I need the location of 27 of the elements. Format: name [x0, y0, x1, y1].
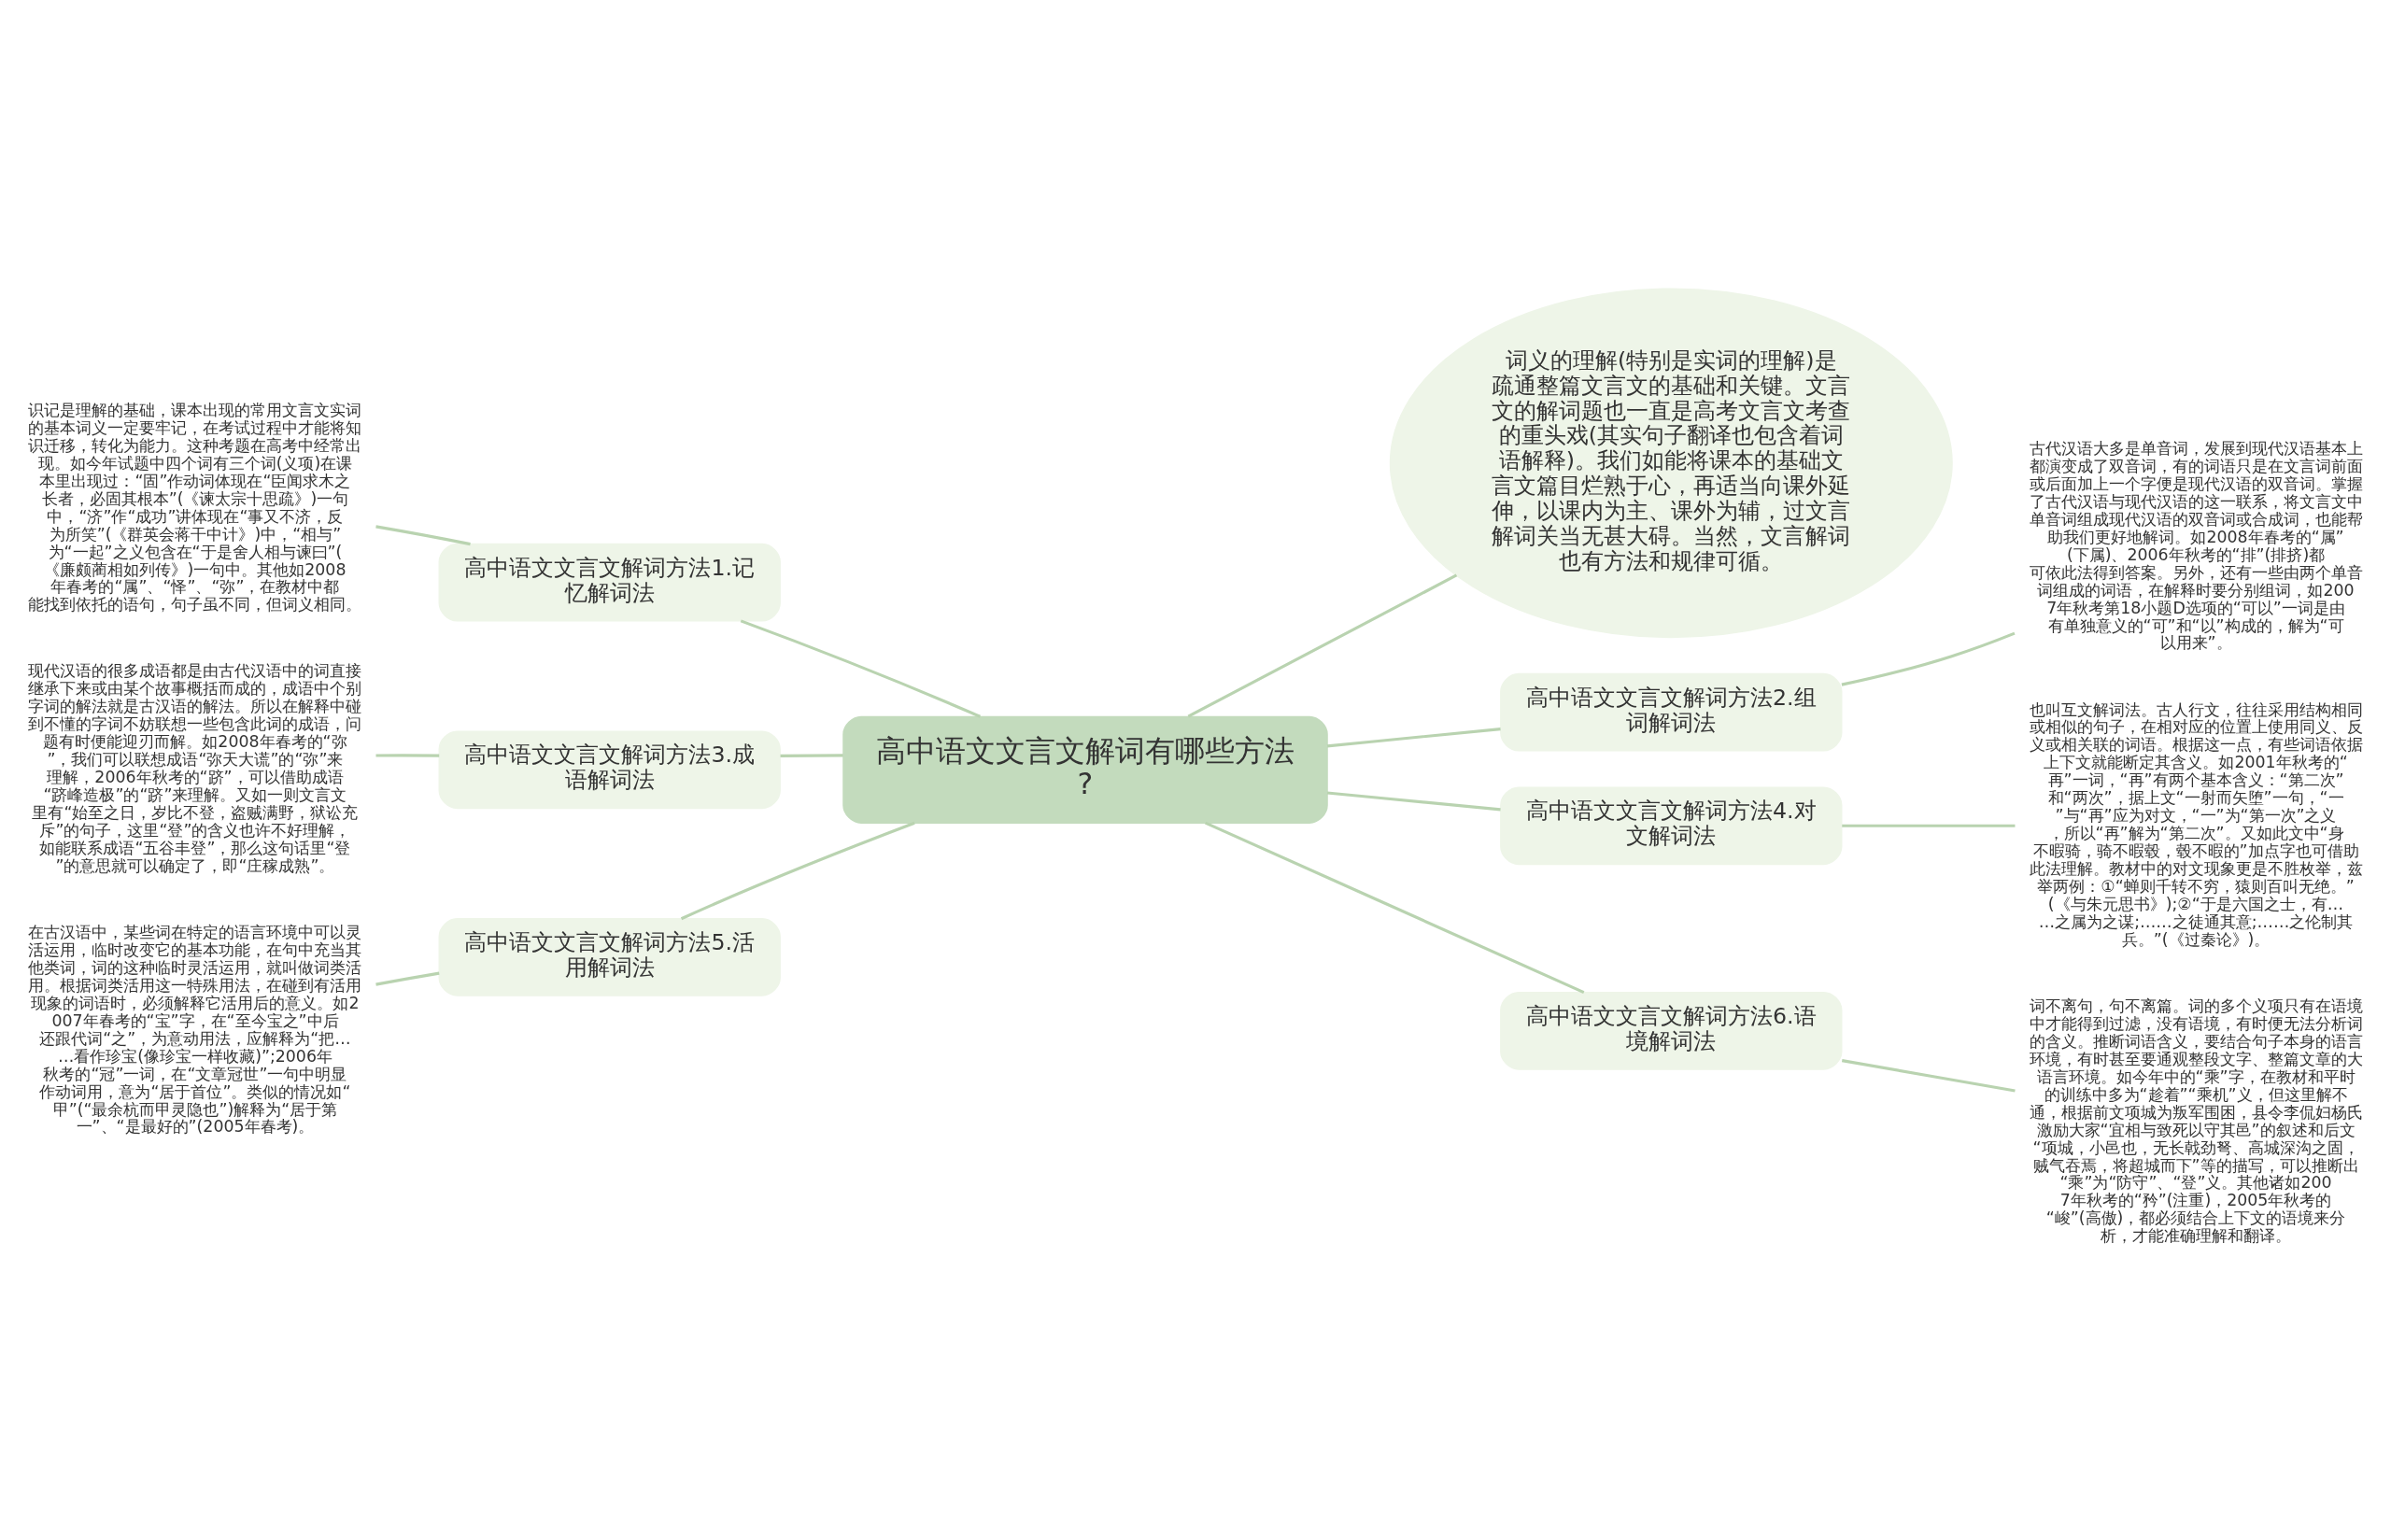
- node-box: 高中语文文言文解词有哪些方法?: [842, 715, 1328, 824]
- connector: [1842, 824, 2016, 827]
- connector: [740, 618, 982, 718]
- connector: [1205, 821, 1585, 994]
- node-ellipse: 词义的理解(特别是实词的理解)是疏通整篇文言文的基础和关键。文言文的解词题也一直是高考文言文考查的重头戏(其实句子翻译也包含着词语解释)。我们如能将课本的基础文言文篇目烂熟于心，再适当向课外延伸，以课内为主、课外为辅，过文言解词关当无甚大碍。当然，文言解词也有方法和规律可循。: [1389, 287, 1953, 638]
- connector: [1841, 1058, 2016, 1093]
- node-box: 高中语文文言文解词方法6.语境解词法: [1500, 991, 1843, 1070]
- node-text: 在古汉语中，某些词在特定的语言环境中可以灵活运用，临时改变它的基本功能，在句中充当其他类词，词的这种临时灵活运用，就叫做词类活用。根据词类活用这一特殊用法，在碰到有活用现象的词语时，必须解释它活用后的意义。如2007年春考的“宝”字，在“至今宝之”中后还跟代词“之”，为意动用法，应解释为“把……看作珍宝(像珍宝一样收藏)”;2006年秋考的“冠”一词，在“文章冠世”一句中明显作动词用，意为“居于首位”。类似的情况如“甲”(“最余杭而甲灵隐也”)解释为“居于第一”、“是最好的”(2005年春考)。: [28, 922, 362, 1136]
- connector: [1187, 573, 1458, 717]
- node-box: 高中语文文言文解词方法3.成语解词法: [438, 729, 781, 809]
- node-text: 识记是理解的基础，课本出现的常用文言文实词的基本词义一定要牢记，在考试过程中才能将知识迁移，转化为能力。这种考题在高考中经常出现。如今年试题中四个词有三个词(义项)在课本里出现过：“固”作动词体现在“臣闻求木之长者，必固其根本”(《谏太宗十思疏》)一句中，“济”作“成功”讲体现在“事又不济，反为所笑”(《群英会蒋干中计》)中，“相与”为“一起”之义包含在“于是舍人相与谏曰”(《廉颇蔺相如列传》)一句中。其他如2008年春考的“属”、“怿”、“弥”，在教材中都能找到依托的语句，句子虽不同，但词义相同。: [28, 400, 362, 614]
- node-box: 高中语文文言文解词方法5.活用解词法: [438, 917, 781, 996]
- connector: [1841, 631, 2016, 686]
- node-text: 古代汉语大多是单音词，发展到现代汉语基本上都演变成了双音词，有的词语只是在文言词前面或后面加上一个字便是现代汉语的双音词。掌握了古代汉语与现代汉语的这一联系，将文言文中单音词组成现代汉语的双音词或合成词，也能帮助我们更好地解词。如2008年春考的“属”(下属)、2006年秋考的“排”(排挤)都可依此法得到答案。另外，还有一些由两个单音词组成的词语，在解释时要分别组词，如2007年秋考第18小题D选项的“可以”一词是由有单独意义的“可”和“以”构成的，解为“可以用来”。: [2029, 438, 2363, 652]
- node-text: 也叫互文解词法。古人行文，往往采用结构相同或相似的句子，在相对应的位置上使用同义、反义或相关联的词语。根据这一点，有些词语依据上下文就能断定其含义。如2001年秋考的“再”一词，“再”有两个基本含义：“第二次”和“两次”，据上文“一射而矢堕”一句，“一”与“再”应为对文，“一”为“第一次”之义，所以“再”解为“第二次”。又如此文中“身不暇骑，骑不暇毂，毂不暇的”加点字也可借助此法理解。教材中的对文现象更是不胜枚举，兹举两例：①“蝉则千转不穷，猿则百叫无绝。”(《与朱元思书》);②“于是六国之士，有……之属为之谋;……之徒通其意;……之伦制其兵。”(《过秦论》)。: [2029, 699, 2363, 949]
- connector: [375, 971, 440, 986]
- connector: [375, 524, 471, 545]
- node-text: 现代汉语的很多成语都是由古代汉语中的词直接继承下来或由某个故事概括而成的，成语中个别字词的解法就是古汉语的解法。所以在解释中碰到不懂的字词不妨联想一些包含此词的成语，问题有时便能迎刃而解。如2008年春考的“弥”，我们可以联想成语“弥天大谎”的“弥”来理解，2006年秋考的“跻”，可以借助成语“跻峰造极”的“跻”来理解。又如一则文言文里有“始至之日，岁比不登，盗贼满野，狱讼充斥”的句子，这里“登”的含义也许不好理解，如能联系成语“五谷丰登”，那么这句话里“登”的意思就可以确定了，即“庄稼成熟”。: [28, 660, 362, 875]
- connector: [1326, 790, 1501, 811]
- node-box: 高中语文文言文解词方法4.对文解词法: [1500, 785, 1843, 865]
- node-box: 高中语文文言文解词方法2.组词解词法: [1500, 672, 1843, 752]
- connector: [780, 753, 843, 757]
- connector: [1326, 727, 1501, 747]
- connector: [680, 821, 915, 920]
- node-box: 高中语文文言文解词方法1.记忆解词法: [438, 543, 781, 622]
- connector: [375, 753, 440, 757]
- node-text: 词不离句，句不离篇。词的多个义项只有在语境中才能得到过滤，没有语境，有时便无法分析词的含义。推断词语含义，要结合句子本身的语言环境，有时甚至要通观整段文字、整篇文章的大语言环境。如今年中的“乘”字，在教材和平时的训练中多为“趁着”“乘机”义，但这里解不通，根据前文项城为叛军围困，县令李侃妇杨氏激励大家“宜相与致死以守其邑”的叙述和后文“项城，小邑也，无长戟劲弩、高城深沟之固，贼气吞焉，将超城而下”等的描写，可以推断出“乘”为“防守”、“登”义。其他诸如2007年秋考的“矜”(注重)，2005年秋考的“峻”(高傲)，都必须结合上下文的语境来分析，才能准确理解和翻译。: [2029, 996, 2363, 1245]
